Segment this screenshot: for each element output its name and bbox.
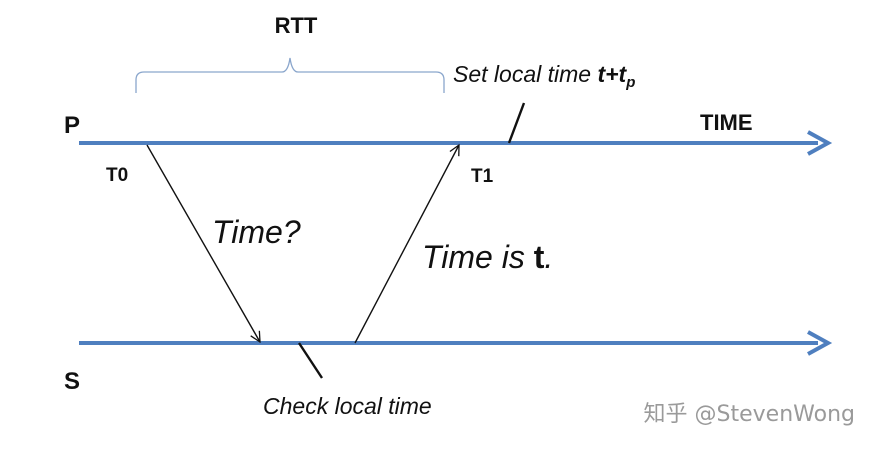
set-local-marker — [507, 102, 526, 144]
t0-label: T0 — [106, 165, 128, 186]
reply-message-suffix: . — [544, 239, 553, 275]
reply-message: Time is t. — [422, 239, 553, 275]
set-local-prefix: Set local time — [453, 61, 597, 87]
reply-arrow — [354, 145, 459, 344]
watermark: 知乎 @StevenWong — [644, 402, 855, 427]
check-local-annotation: Check local time — [263, 393, 432, 419]
timeline-s — [79, 330, 833, 356]
t1-label: T1 — [471, 166, 494, 187]
reply-message-var: t — [534, 239, 545, 275]
rtt-brace — [135, 57, 445, 93]
time-axis-label: TIME — [700, 110, 753, 135]
set-local-sub: p — [625, 74, 635, 91]
process-p-label: P — [64, 112, 80, 139]
set-local-annotation: Set local time t+tp — [453, 61, 635, 91]
reply-message-prefix: Time is — [422, 239, 534, 275]
check-local-marker — [297, 342, 324, 379]
set-local-var: t+t — [597, 61, 627, 87]
request-arrow — [146, 144, 260, 342]
request-message: Time? — [212, 214, 301, 250]
process-s-label: S — [64, 368, 80, 395]
rtt-label: RTT — [275, 13, 318, 38]
timeline-p — [79, 130, 833, 156]
